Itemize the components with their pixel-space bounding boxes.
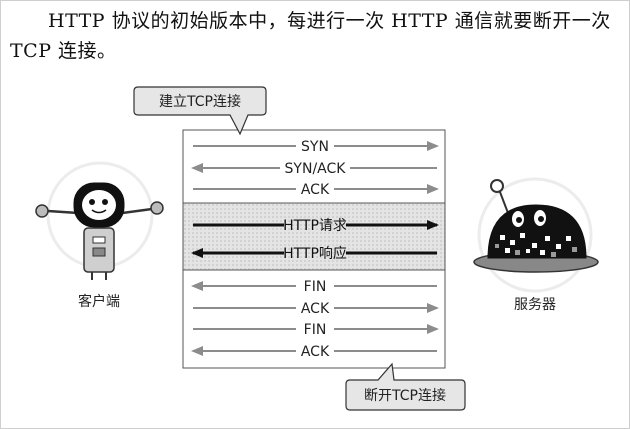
teardown-arrow-3: FIN	[193, 322, 439, 338]
arrowhead-left	[191, 163, 203, 173]
arrowhead-left	[191, 281, 203, 291]
client-label: 客户端	[78, 293, 120, 310]
teardown-arrow-2: ACK	[193, 301, 439, 317]
teardown-arrow-1: FIN	[191, 279, 437, 295]
arrowhead-right	[427, 303, 439, 313]
arrow-label: SYN/ACK	[285, 161, 347, 177]
arrow-label: ACK	[301, 344, 330, 360]
arrow-label: HTTP请求	[283, 218, 347, 234]
callout-open-tcp: 建立TCP连接	[133, 86, 267, 136]
arrow-label: HTTP响应	[283, 245, 347, 262]
handshake-arrow-1: SYN	[193, 139, 439, 155]
intro-paragraph: HTTP 协议的初始版本中，每进行一次 HTTP 通信就要断开一次 TCP 连接…	[10, 10, 611, 62]
arrowhead-left	[191, 248, 203, 258]
arrowhead-right	[427, 324, 439, 334]
handshake-arrow-2: SYN/ACK	[191, 161, 437, 177]
arrowhead-right	[427, 184, 439, 194]
arrow-label: FIN	[304, 322, 327, 338]
server-label: 服务器	[514, 297, 556, 313]
http-exchange-arrow-1: HTTP请求	[193, 218, 439, 234]
http-exchange-arrow-2: HTTP响应	[191, 245, 437, 262]
arrow-label: ACK	[301, 182, 330, 198]
arrow-label: SYN	[301, 139, 329, 155]
callout-open-label: 建立TCP连接	[159, 93, 241, 110]
arrow-label: ACK	[301, 301, 330, 317]
arrowhead-right	[427, 220, 439, 230]
client-robot-icon	[35, 161, 164, 280]
server-robot-icon	[473, 177, 599, 293]
callout-close-tcp: 断开TCP连接	[345, 362, 466, 411]
arrowhead-left	[191, 346, 203, 356]
arrow-label: FIN	[304, 279, 327, 295]
handshake-arrow-3: ACK	[193, 182, 439, 198]
http-exchange-band	[182, 202, 446, 271]
teardown-arrow-4: ACK	[191, 344, 437, 360]
sequence-arrows: SYN SYN/ACK ACK HTTP请求 HTTP响应 FIN ACK FIN ACK	[191, 139, 439, 360]
callout-close-label: 断开TCP连接	[364, 387, 446, 404]
arrowhead-right	[427, 141, 439, 151]
